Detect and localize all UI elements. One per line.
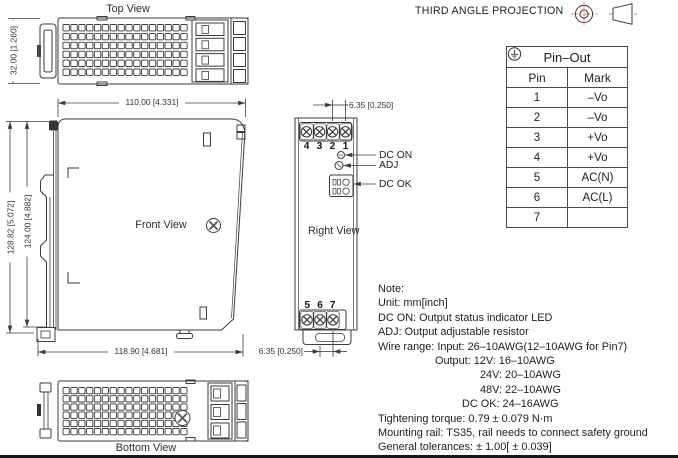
pin-cell: 3 [506,127,568,148]
note-line: Wire range: Input: 26–10AWG(12–10AWG for… [378,340,628,353]
pin-label-5: 5 [304,299,311,311]
table-row: 2 –Vo [506,107,628,128]
note-line: DC OK: 24–16AWG [462,398,559,411]
pin-label-6: 6 [317,299,323,311]
note-line: Mounting rail: TS35, rail needs to conne… [378,427,648,440]
pin-cell: 2 [506,107,568,128]
third-angle-projection-label: THIRD ANGLE PROJECTION [415,5,564,17]
note-line: DC ON: Output status indicator LED [378,311,553,324]
notes-block: Note: Unit: mm[inch] DC ON: Output statu… [378,282,678,455]
pinout-col-header-mark: Mark [567,67,628,88]
callout-dc-ok: DC OK [379,178,412,190]
protective-earth-icon [507,46,521,61]
table-row: 3 +Vo [506,127,628,148]
dim-front-width-bottom: 118.90 [4.681] [108,347,174,356]
bottom-view-drawing [37,379,249,442]
note-line: 24V: 20–10AWG [480,369,561,382]
pin-cell: 1 [506,87,568,108]
table-row: 5 AC(N) [506,167,628,188]
dim-front-width-top: 110.00 [4.331] [119,98,185,107]
table-row: 4 +Vo [506,147,628,168]
terminal-screw-icons-top [300,123,353,141]
right-view-bottom-pin-labels: 5 6 7 [301,300,339,311]
callout-dc-on: DC ON [379,149,413,161]
mark-cell: –Vo [567,107,628,128]
dim-top-view-height: 32.00 [1.260] [9,19,19,82]
note-line: 48V: 22–10AWG [480,383,561,396]
pin-cell: 6 [506,187,568,208]
pinout-table-title: Pin–Out [506,46,628,68]
mark-cell [507,46,628,228]
mark-cell: AC(L) [567,187,628,208]
front-view-label: Front View [135,218,187,231]
top-view-drawing [8,16,249,86]
top-view-label: Top View [106,3,150,15]
bottom-view-label: Bottom View [115,442,177,454]
page-divider [0,455,678,458]
dim-right-pitch-top: 6.35 [0.250] [348,100,400,110]
right-view-top-pin-labels: 4 3 2 1 [300,141,352,152]
dim-right-pitch-bottom: 6.35 [0.250] [256,347,304,356]
dim-front-height-inner: 124.00 [4.882] [23,186,33,257]
mark-cell: +Vo [567,127,628,148]
pin-cell: 7 [506,207,568,228]
pin-label-3: 3 [316,140,323,152]
pin-label-2: 2 [329,140,336,152]
pin-label-1: 1 [342,140,349,152]
table-row: 7 [506,46,628,228]
pin-cell: 4 [506,147,568,168]
pin-label-7: 7 [329,299,336,311]
callout-adj: ADJ [379,160,399,171]
mark-cell: –Vo [567,87,628,108]
note-line: Tightening torque: 0.79 ± 0.079 N·m [378,412,553,425]
note-line: ADJ: Output adjustable resistor [378,326,529,339]
pin-label-4: 4 [303,140,310,152]
dim-front-height-outer: 128.82 [5.072] [6,192,16,263]
note-line: Unit: mm[inch] [378,297,448,310]
mark-cell: AC(N) [567,167,628,188]
table-row: 6 AC(L) [506,187,628,208]
pin-cell: 5 [506,167,568,188]
terminal-screw-icons-bottom [300,310,340,329]
note-line: General tolerances: ± 1.00[ ± 0.039] [378,441,552,454]
pinout-table: Pin–Out Pin Mark 1 –Vo 2 –Vo 3 +Vo 4 +Vo… [506,46,628,228]
mark-cell: +Vo [567,147,628,168]
right-view-label: Right View [308,224,360,237]
note-line: Output: 12V: 16–10AWG [435,355,555,368]
note-line: Note: [378,283,405,295]
pinout-col-header-pin: Pin [506,67,568,88]
third-angle-projection-icon [571,2,637,27]
table-row: 1 –Vo [506,87,628,108]
